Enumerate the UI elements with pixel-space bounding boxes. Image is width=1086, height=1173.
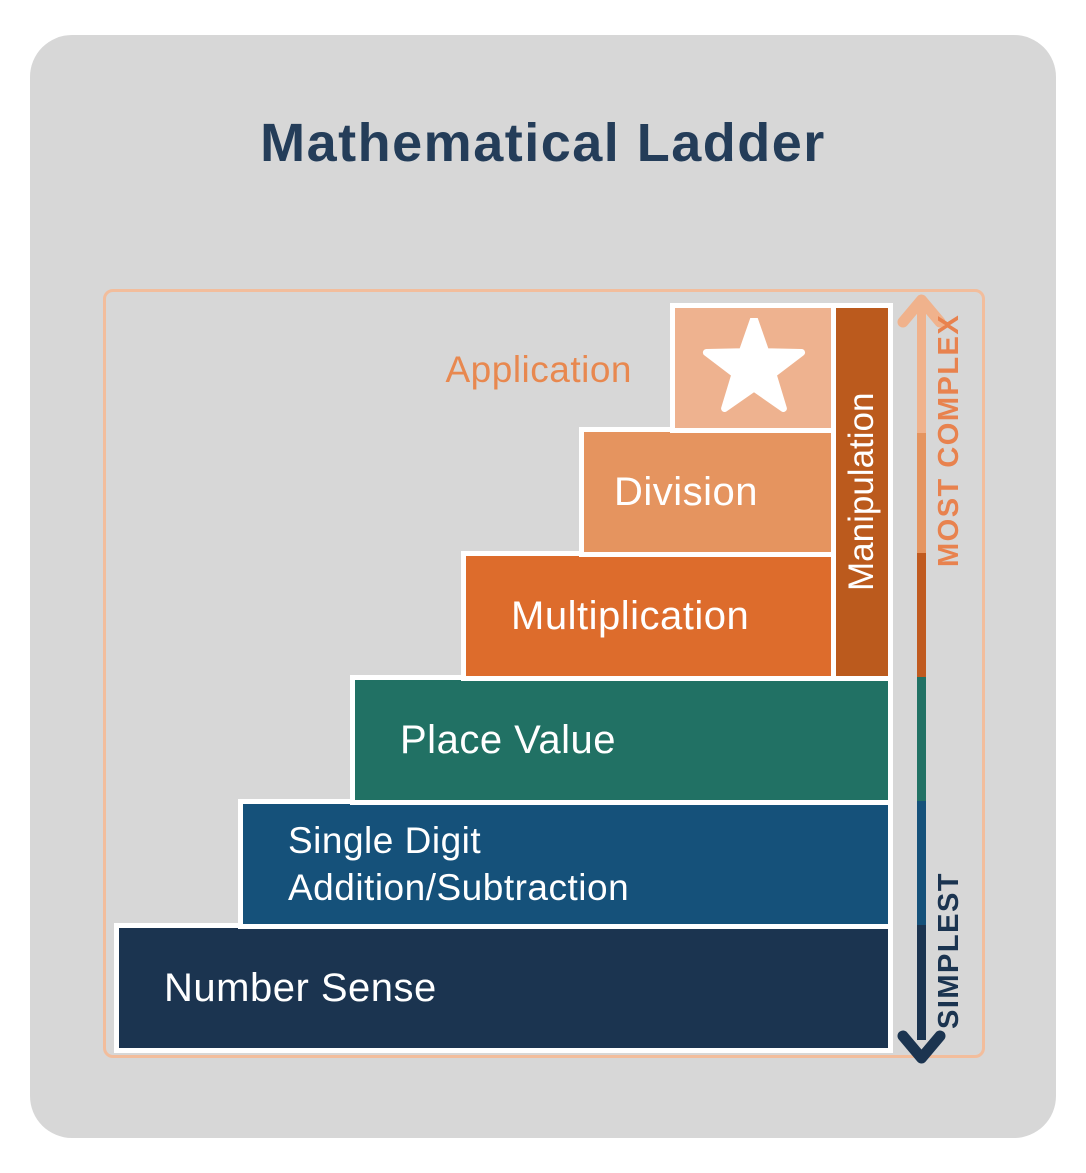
step-label-line1: Single Digit — [288, 820, 482, 861]
side-column-manipulation: Manipulation — [836, 308, 888, 676]
step-label-line2: Addition/Subtraction — [288, 867, 630, 908]
complexity-axis-arrow — [897, 294, 946, 1064]
step-label: Single Digit Addition/Subtraction — [243, 817, 629, 911]
diagram-frame — [103, 289, 985, 1058]
arrow-segment-division — [917, 433, 926, 553]
arrow-down-head-icon — [897, 1030, 946, 1064]
step-number-sense: Number Sense — [119, 928, 888, 1048]
arrow-segment-place-value — [917, 677, 926, 801]
axis-most-complex-label: MOST COMPLEX — [933, 313, 965, 567]
step-place-value: Place Value — [355, 680, 888, 800]
step-label: Number Sense — [164, 965, 437, 1010]
side-column-label: Manipulation — [842, 392, 881, 592]
step-application — [675, 308, 832, 428]
step-label: Place Value — [400, 717, 617, 762]
step-single-digit-addition-subtraction: Single Digit Addition/Subtraction — [243, 804, 888, 924]
arrow-segment-number-sense — [917, 925, 926, 1040]
axis-simplest-label: SIMPLEST — [933, 871, 965, 1029]
star-icon — [702, 318, 805, 412]
arrow-segment-application — [917, 302, 926, 433]
arrow-up-head-icon — [897, 294, 946, 328]
step-label: Division — [614, 469, 759, 514]
application-label: Application — [445, 349, 632, 390]
step-multiplication: Multiplication — [466, 556, 832, 676]
step-label: Multiplication — [511, 593, 750, 638]
page-title: Mathematical Ladder — [260, 113, 826, 173]
step-division: Division — [584, 432, 832, 552]
arrow-segment-single-digit — [917, 801, 926, 925]
arrow-segment-multiplication — [917, 553, 926, 677]
